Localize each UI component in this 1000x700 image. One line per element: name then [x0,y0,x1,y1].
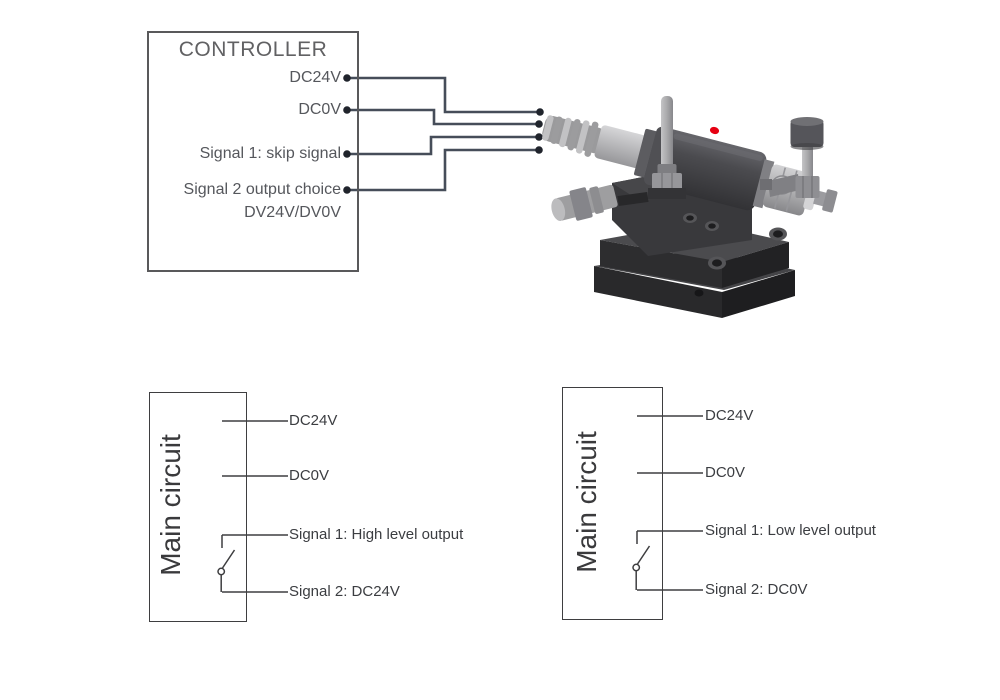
circuit-right-label-dc0v: DC0V [705,464,746,481]
device-indicator-dot [709,126,720,135]
main-circuit-box-left [149,392,247,622]
circuit-left-label-signal2: Signal 2: DC24V [289,583,400,600]
device-knob [760,117,824,198]
circuit-right-label-signal2: Signal 2: DC0V [705,581,808,598]
circuit-left-label-dc0v: DC0V [289,467,330,484]
controller-terminal-signal2: Signal 2 output choice [183,181,341,198]
device-left-fitting [551,184,618,221]
controller-terminal-signal1: Signal 1: skip signal [199,145,341,162]
main-circuit-title-left: Main circuit [155,434,186,576]
wire-signal1 [347,135,539,156]
controller-terminal-dots [343,74,544,194]
device-image [542,96,838,318]
controller-terminal-dc24v: DC24V [289,69,341,86]
controller-title: CONTROLLER [178,38,328,61]
switch-symbol-right [632,531,651,590]
controller-terminal-dc0v: DC0V [298,101,341,118]
controller-wires [347,76,540,192]
wire-dc0v [347,108,539,126]
circuit-right-label-signal1: Signal 1: Low level output [705,522,876,539]
circuit-right-label-dc24v: DC24V [705,407,754,424]
circuit-left-label-dc24v: DC24V [289,412,338,429]
circuit-right-lines [632,415,703,591]
wire-signal2 [347,148,539,192]
circuit-left-label-signal1: Signal 1: High level output [289,526,464,543]
main-circuit-box-right [562,387,663,620]
switch-symbol-left [217,535,236,592]
main-circuit-title-right: Main circuit [571,431,602,573]
wire-dc24v [347,76,540,114]
circuit-left-lines [217,420,288,593]
controller-box [147,31,359,272]
device-vertical-rod [648,96,686,199]
controller-terminal-signal2-sublabel: DV24V/DV0V [244,204,341,221]
